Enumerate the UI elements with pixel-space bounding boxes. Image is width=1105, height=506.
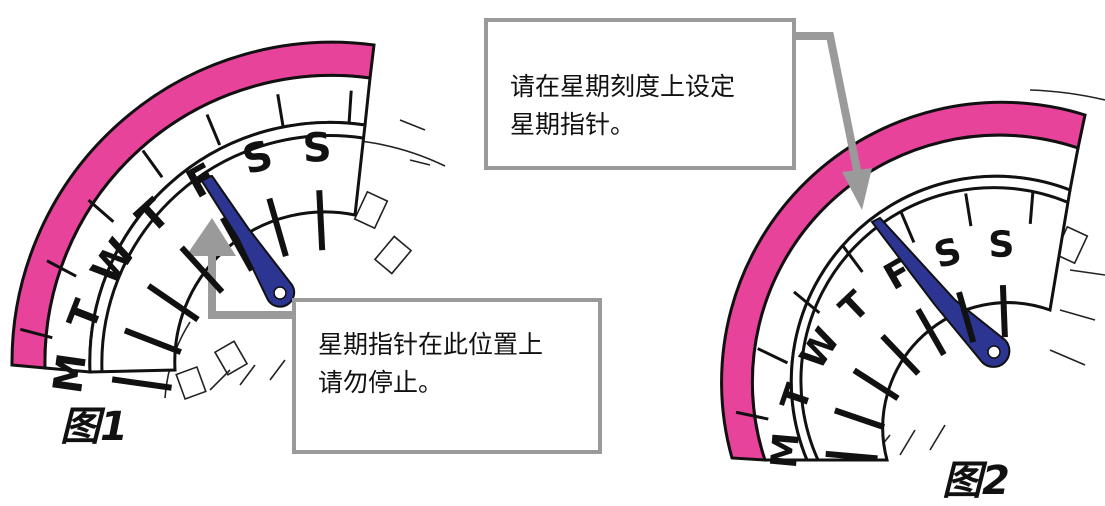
band-separator [347,90,353,124]
band-separator [87,198,115,223]
band-separator [141,149,164,179]
tick-marks-2 [825,285,1008,462]
scale-tick [956,291,977,343]
day-of-week-dial-2 [720,89,1105,462]
band-separator [899,211,916,244]
band-separator [792,290,821,315]
callout-box-2: 请在星期刻度上设定 星期指针。 [484,18,796,170]
pointer-arrow-1 [186,218,292,319]
callout-box-1: 星期指针在此位置上 请勿停止。 [292,298,602,454]
day-hand-2 [870,216,1011,368]
scale-inner-line-2 [799,186,1068,461]
band-separator [205,113,222,146]
scale-tick [999,285,1008,338]
band-separator [735,410,769,421]
band-separators-2 [735,190,1035,421]
day-letter: M [764,431,808,470]
scale-tick [915,307,947,357]
scale-tick [179,245,225,294]
scale-tick [266,197,289,258]
figure-1-label: 图1 [60,404,128,450]
day-letter: S [302,125,333,172]
band-separator [1028,190,1035,224]
scale-tick [833,407,886,430]
tick-marks-1 [111,190,326,391]
scale-tick [220,216,255,272]
callout-1-line-1: 星期指针在此位置上 [318,330,544,359]
figure-2-label: 图2 [942,458,1010,504]
scale-tick [146,283,200,323]
scale-tick [825,450,878,462]
pointer-arrow-2 [796,32,872,210]
day-hand-1 [198,174,296,308]
day-letter: M [45,351,96,397]
band-separator [964,193,973,227]
scale-tick [111,376,172,391]
scale-tick [852,367,900,401]
callout-2-line-1: 请在星期刻度上设定 [510,72,736,101]
band-separator [841,244,864,273]
band-separator [46,259,77,278]
callout-1-line-2: 请勿停止。 [318,368,444,397]
scale-band-2 [789,174,1072,462]
scale-tick [123,327,182,355]
band-separator [757,347,789,365]
scale-tick [880,333,921,376]
band-separator [276,94,285,128]
callout-2-line-2: 星期指针。 [510,110,636,139]
band-separators-1 [19,90,353,340]
day-letter: S [988,224,1015,266]
scale-tick [316,190,326,251]
scale-inner-line-1 [100,134,364,373]
band-separator [19,327,53,340]
